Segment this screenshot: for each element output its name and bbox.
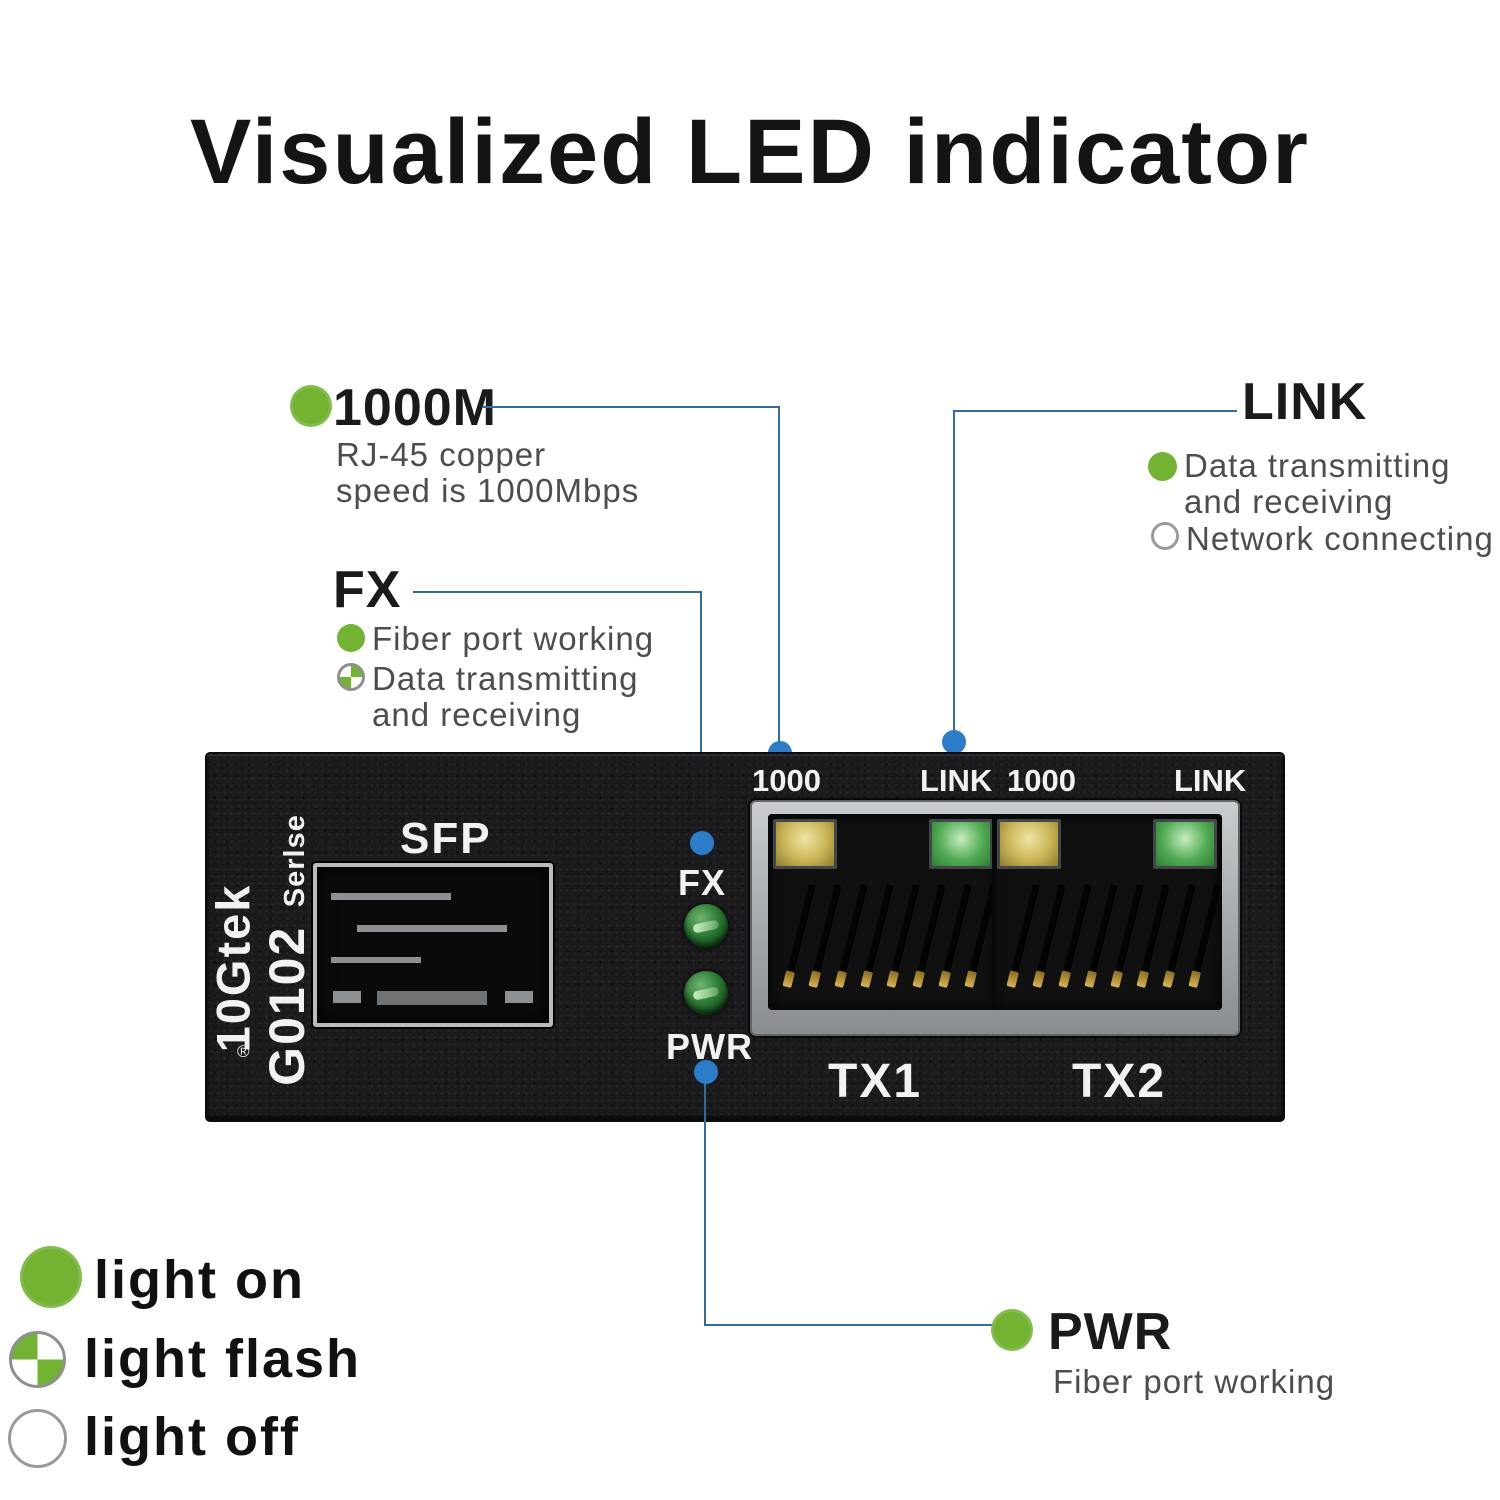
callout-1000m-desc-1: RJ-45 copper bbox=[336, 436, 547, 473]
pwr-led bbox=[684, 971, 728, 1015]
rj45-pin bbox=[784, 884, 816, 985]
callout-endpoint-dot-pwr bbox=[694, 1060, 718, 1084]
light-flash-icon bbox=[9, 1331, 66, 1388]
legend-light-off-label: light off bbox=[84, 1407, 300, 1467]
light-on-icon bbox=[991, 1309, 1033, 1351]
callout-endpoint-dot-link bbox=[942, 730, 966, 754]
callout-fx-item1: Fiber port working bbox=[372, 620, 655, 657]
rj45-pin bbox=[1008, 884, 1040, 985]
sfp-cage-detail bbox=[333, 991, 361, 1003]
port1-amber-led bbox=[773, 819, 837, 869]
rj45-pin bbox=[1164, 884, 1196, 985]
callout-pwr-label: PWR bbox=[1048, 1303, 1173, 1361]
sfp-cage-detail bbox=[331, 893, 451, 900]
device-brand-vertical: 10Gtek bbox=[206, 883, 260, 1053]
rj45-pin bbox=[940, 884, 972, 985]
fx-led bbox=[684, 904, 728, 948]
callout-line-fx-vertical bbox=[700, 591, 702, 835]
registered-mark: ® bbox=[237, 1042, 250, 1061]
rj45-pin bbox=[914, 884, 946, 985]
light-on-icon bbox=[337, 624, 365, 652]
sfp-cage-detail bbox=[331, 957, 421, 963]
rj45-pin bbox=[1086, 884, 1118, 985]
callout-line-1000m-horizontal bbox=[483, 406, 780, 408]
sfp-port bbox=[313, 863, 553, 1027]
light-on-icon bbox=[20, 1246, 82, 1308]
callout-fx-item2-line2: and receiving bbox=[372, 696, 582, 733]
rj45-bezel bbox=[750, 800, 1240, 1036]
callout-fx-item2-line1: Data transmitting bbox=[372, 660, 639, 697]
device-series: Serlse bbox=[279, 814, 311, 908]
device-fx-label: FX bbox=[678, 862, 727, 903]
port1-speed-label: 1000 bbox=[752, 763, 821, 798]
callout-link-label: LINK bbox=[1242, 373, 1368, 431]
rj45-pin bbox=[810, 884, 842, 985]
rj45-port-tx2 bbox=[992, 814, 1222, 1010]
light-off-icon bbox=[8, 1409, 67, 1468]
port2-green-led bbox=[1153, 819, 1217, 869]
legend-light-on-label: light on bbox=[94, 1250, 305, 1310]
light-on-icon bbox=[1148, 452, 1177, 481]
callout-line-1000m-vertical bbox=[778, 406, 780, 753]
tx2-label: TX2 bbox=[1072, 1055, 1167, 1108]
rj45-port-tx1 bbox=[768, 814, 998, 1010]
callout-1000m-desc-2: speed is 1000Mbps bbox=[336, 472, 640, 509]
rj45-pins bbox=[784, 876, 998, 1000]
callout-line-link-vertical bbox=[953, 410, 955, 740]
callout-fx-label: FX bbox=[333, 561, 402, 619]
sfp-cage-detail bbox=[505, 991, 533, 1003]
callout-1000m-label: 1000M bbox=[333, 379, 497, 437]
port2-link-label: LINK bbox=[1174, 763, 1247, 798]
sfp-latch bbox=[377, 991, 487, 1005]
callout-line-fx-horizontal bbox=[413, 591, 702, 593]
callout-link-item2: Network connecting bbox=[1186, 520, 1494, 557]
port1-green-led bbox=[929, 819, 993, 869]
port2-speed-label: 1000 bbox=[1007, 763, 1076, 798]
rj45-pin bbox=[1190, 884, 1222, 985]
callout-line-link-horizontal bbox=[954, 410, 1237, 412]
callout-pwr-desc: Fiber port working bbox=[1053, 1363, 1336, 1400]
sfp-cage-detail bbox=[357, 925, 507, 932]
rj45-pin bbox=[836, 884, 868, 985]
callout-line-pwr-horizontal bbox=[704, 1324, 996, 1326]
light-off-icon bbox=[1151, 522, 1179, 550]
rj45-pin bbox=[862, 884, 894, 985]
rj45-pins bbox=[1008, 876, 1222, 1000]
rj45-pin bbox=[1138, 884, 1170, 985]
port1-link-label: LINK bbox=[920, 763, 993, 798]
legend-light-flash-label: light flash bbox=[84, 1329, 361, 1389]
rj45-pin bbox=[1060, 884, 1092, 985]
rj45-pin bbox=[888, 884, 920, 985]
light-flash-icon bbox=[337, 663, 365, 691]
tx1-label: TX1 bbox=[828, 1055, 923, 1108]
callout-link-item1-line1: Data transmitting bbox=[1184, 447, 1451, 484]
callout-line-pwr-vertical bbox=[704, 1082, 706, 1325]
callout-link-item1-line2: and receiving bbox=[1184, 483, 1394, 520]
page-title: Visualized LED indicator bbox=[190, 101, 1310, 203]
device-model-vertical: G0102 Serlse bbox=[258, 814, 316, 1086]
port2-amber-led bbox=[997, 819, 1061, 869]
device-model: G0102 bbox=[259, 925, 315, 1086]
light-on-icon bbox=[290, 385, 332, 427]
rj45-pin bbox=[1112, 884, 1144, 985]
callout-endpoint-dot-fx bbox=[690, 831, 714, 855]
sfp-label: SFP bbox=[400, 814, 492, 863]
rj45-pin bbox=[1034, 884, 1066, 985]
